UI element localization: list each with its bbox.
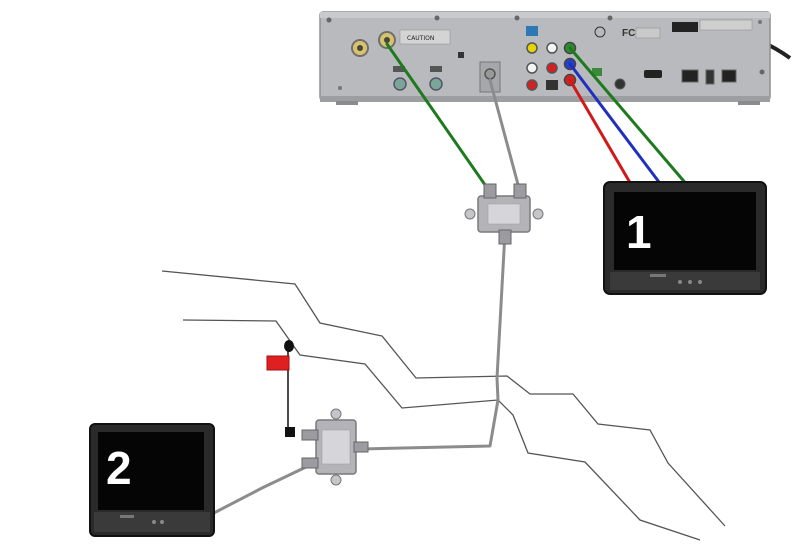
coax-cable-sat [385, 42, 492, 194]
port-icon [546, 80, 558, 90]
port-icon [458, 52, 464, 58]
tv-1-number: 1 [626, 206, 652, 258]
rca-jack-icon [526, 42, 538, 54]
tv-2-number: 2 [106, 442, 132, 494]
receiver-top-edge [320, 12, 770, 18]
screw-icon [434, 15, 440, 21]
component-cable-blue [568, 62, 664, 188]
splitter-mount-hole [330, 474, 342, 486]
hdmi-port-icon [644, 70, 662, 78]
port-icon [592, 68, 602, 76]
coax-splitter-icon [464, 183, 544, 245]
tv-2: 2 [89, 423, 215, 537]
splitter-port [301, 457, 319, 469]
screw-icon [338, 86, 342, 90]
power-inlet-icon [672, 22, 698, 32]
rca-jack-icon [546, 62, 558, 74]
coax-jack-center [384, 37, 390, 43]
port-icon [526, 26, 538, 36]
tv-2-screen [98, 432, 204, 510]
ground-block-icon [284, 340, 294, 352]
receiver-foot-right [738, 101, 760, 105]
coax-cable-down [360, 230, 507, 451]
splitter-mount-hole [532, 208, 544, 220]
tv-2-button [160, 520, 164, 524]
splitter-label [321, 429, 351, 465]
tv-1-button [698, 280, 702, 284]
screw-icon [607, 15, 613, 21]
fc-mark: FC [622, 28, 635, 39]
splitter-port [483, 183, 497, 199]
tv-1-base-strip [610, 272, 760, 290]
tv-1-button [678, 280, 682, 284]
switch-icon [393, 66, 405, 72]
splitter-mount-hole [464, 208, 476, 220]
rca-jack-icon [526, 79, 538, 91]
screw-icon [326, 17, 332, 23]
tv-1-brand [650, 274, 666, 277]
tv-1-button [688, 280, 692, 284]
coax-jack-center [357, 45, 363, 51]
splitter-port [498, 229, 512, 245]
ground-connector-icon [285, 427, 295, 437]
screw-icon [514, 15, 520, 21]
receiver-foot-left [336, 101, 358, 105]
coax-cable-tv2 [208, 465, 308, 517]
ethernet-port-icon [681, 69, 699, 83]
coax-jack-icon [429, 77, 443, 91]
switch-icon [430, 66, 442, 72]
usb-port-icon [705, 69, 715, 85]
svideo-jack-icon [614, 78, 626, 90]
tv-1-screen [614, 192, 756, 270]
splitter-port [301, 429, 319, 441]
cables [208, 42, 690, 517]
wall-line-lower [182, 319, 701, 541]
component-cable-green [568, 46, 690, 188]
component-cable-red [568, 78, 634, 188]
phone-port-icon [721, 69, 737, 83]
filter-icon [266, 355, 290, 371]
wall-line-upper [161, 270, 726, 527]
tv-2-brand [120, 515, 134, 518]
coax-cable [488, 78, 522, 194]
caution-label-box [399, 29, 451, 45]
splitter-label [487, 203, 521, 225]
rca-jack-icon [546, 42, 558, 54]
satellite-receiver: CAUTION [319, 11, 771, 105]
coax-jack-icon [484, 68, 496, 80]
splitter-mount-hole [330, 408, 342, 420]
label-strip [699, 19, 753, 31]
splitter-port [353, 441, 369, 453]
tv-1: 1 [603, 181, 767, 295]
wall-outline [161, 270, 726, 541]
coax-splitter-icon [301, 408, 369, 486]
caution-label: CAUTION [407, 35, 434, 42]
receiver-bottom-edge [320, 96, 770, 102]
ul-mark-icon [594, 26, 606, 38]
screw-icon [758, 20, 762, 24]
tv-2-button [152, 520, 156, 524]
coax-jack-icon [393, 77, 407, 91]
rca-jack-icon [526, 62, 538, 74]
compliance-label [635, 27, 661, 39]
splitter-port [513, 183, 527, 199]
screw-icon [759, 69, 765, 75]
